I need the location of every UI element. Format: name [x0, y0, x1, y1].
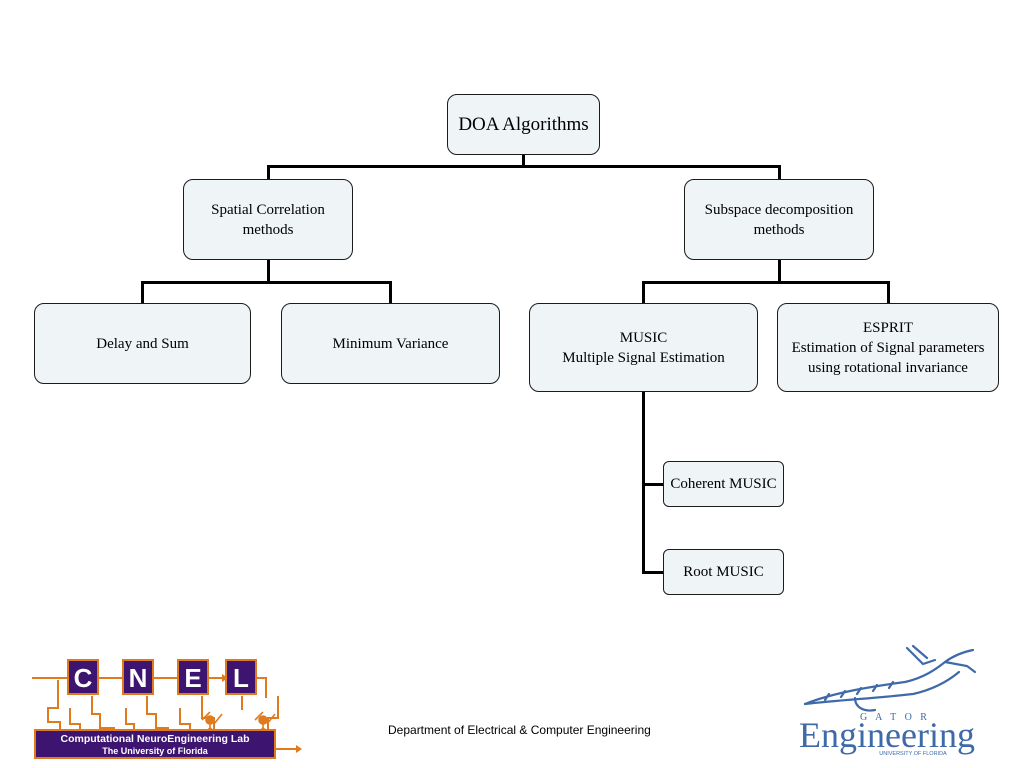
connector-subspace-bar: [642, 281, 890, 284]
connector-to-music: [642, 281, 645, 304]
node-label-line2: Multiple Signal Estimation: [562, 349, 725, 366]
connector-to-root-music: [642, 571, 664, 574]
connector-to-min-variance: [389, 281, 392, 304]
node-esprit: ESPRIT Estimation of Signal parameters u…: [777, 303, 999, 392]
node-label: Delay and Sum: [96, 335, 189, 352]
department-name: Department of Electrical & Computer Engi…: [388, 723, 651, 737]
node-label-line2: Estimation of Signal parameters: [791, 339, 985, 356]
node-delay-and-sum: Delay and Sum: [34, 303, 251, 384]
gator-icon: [803, 644, 977, 712]
node-label-line1: Subspace decomposition: [704, 201, 854, 218]
node-label: Root MUSIC: [683, 564, 764, 580]
logo-lab-name: Computational NeuroEngineering Lab: [60, 733, 249, 745]
logo-banner: [34, 729, 276, 759]
connector-to-esprit: [887, 281, 890, 304]
node-label: Coherent MUSIC: [670, 476, 777, 492]
node-music: MUSIC Multiple Signal Estimation: [529, 303, 758, 392]
node-label: Minimum Variance: [332, 335, 449, 352]
engineering-wordmark: Engineering: [799, 715, 975, 755]
logo-letter-n: N: [129, 663, 148, 693]
logo-letter-c: C: [74, 663, 93, 693]
letter-boxes: [67, 659, 257, 695]
node-coherent-music: Coherent MUSIC: [663, 461, 784, 507]
gator-engineering-logo: G A T O R Engineering UNIVERSITY OF FLOR…: [799, 644, 977, 757]
node-spatial-correlation: Spatial Correlation methods: [183, 179, 353, 260]
node-label-line3: using rotational invariance: [808, 359, 968, 376]
connector-spatial-bar: [141, 281, 392, 284]
connector-to-coherent-music: [642, 483, 664, 486]
connector-to-subspace: [778, 165, 781, 180]
connector-top-bar: [267, 165, 781, 168]
node-doa-algorithms: DOA Algorithms: [447, 94, 600, 155]
gator-wordmark: G A T O R: [860, 712, 930, 723]
node-label-line1: Spatial Correlation: [211, 201, 325, 218]
connector-subspace-down: [778, 259, 781, 283]
node-label: DOA Algorithms: [458, 113, 589, 135]
connector-to-delay-sum: [141, 281, 144, 304]
logo-letter-e: E: [184, 663, 201, 693]
node-root-music: Root MUSIC: [663, 549, 784, 595]
node-label-line2: methods: [753, 221, 805, 238]
cnel-logo: C N E L Computational NeuroEngineering L…: [32, 659, 302, 759]
logo-letter-l: L: [233, 663, 249, 693]
university-wordmark: UNIVERSITY OF FLORIDA: [879, 751, 947, 757]
connector-spatial-down: [267, 259, 270, 283]
logo-university: The University of Florida: [102, 746, 209, 756]
node-minimum-variance: Minimum Variance: [281, 303, 500, 384]
node-subspace-decomposition: Subspace decomposition methods: [684, 179, 874, 260]
node-label-line1: ESPRIT: [862, 319, 913, 336]
connector-music-down: [642, 391, 645, 574]
connector-root-down: [522, 154, 525, 167]
node-label-line2: methods: [242, 221, 294, 238]
node-label-line1: MUSIC: [619, 329, 668, 346]
connector-to-spatial: [267, 165, 270, 180]
